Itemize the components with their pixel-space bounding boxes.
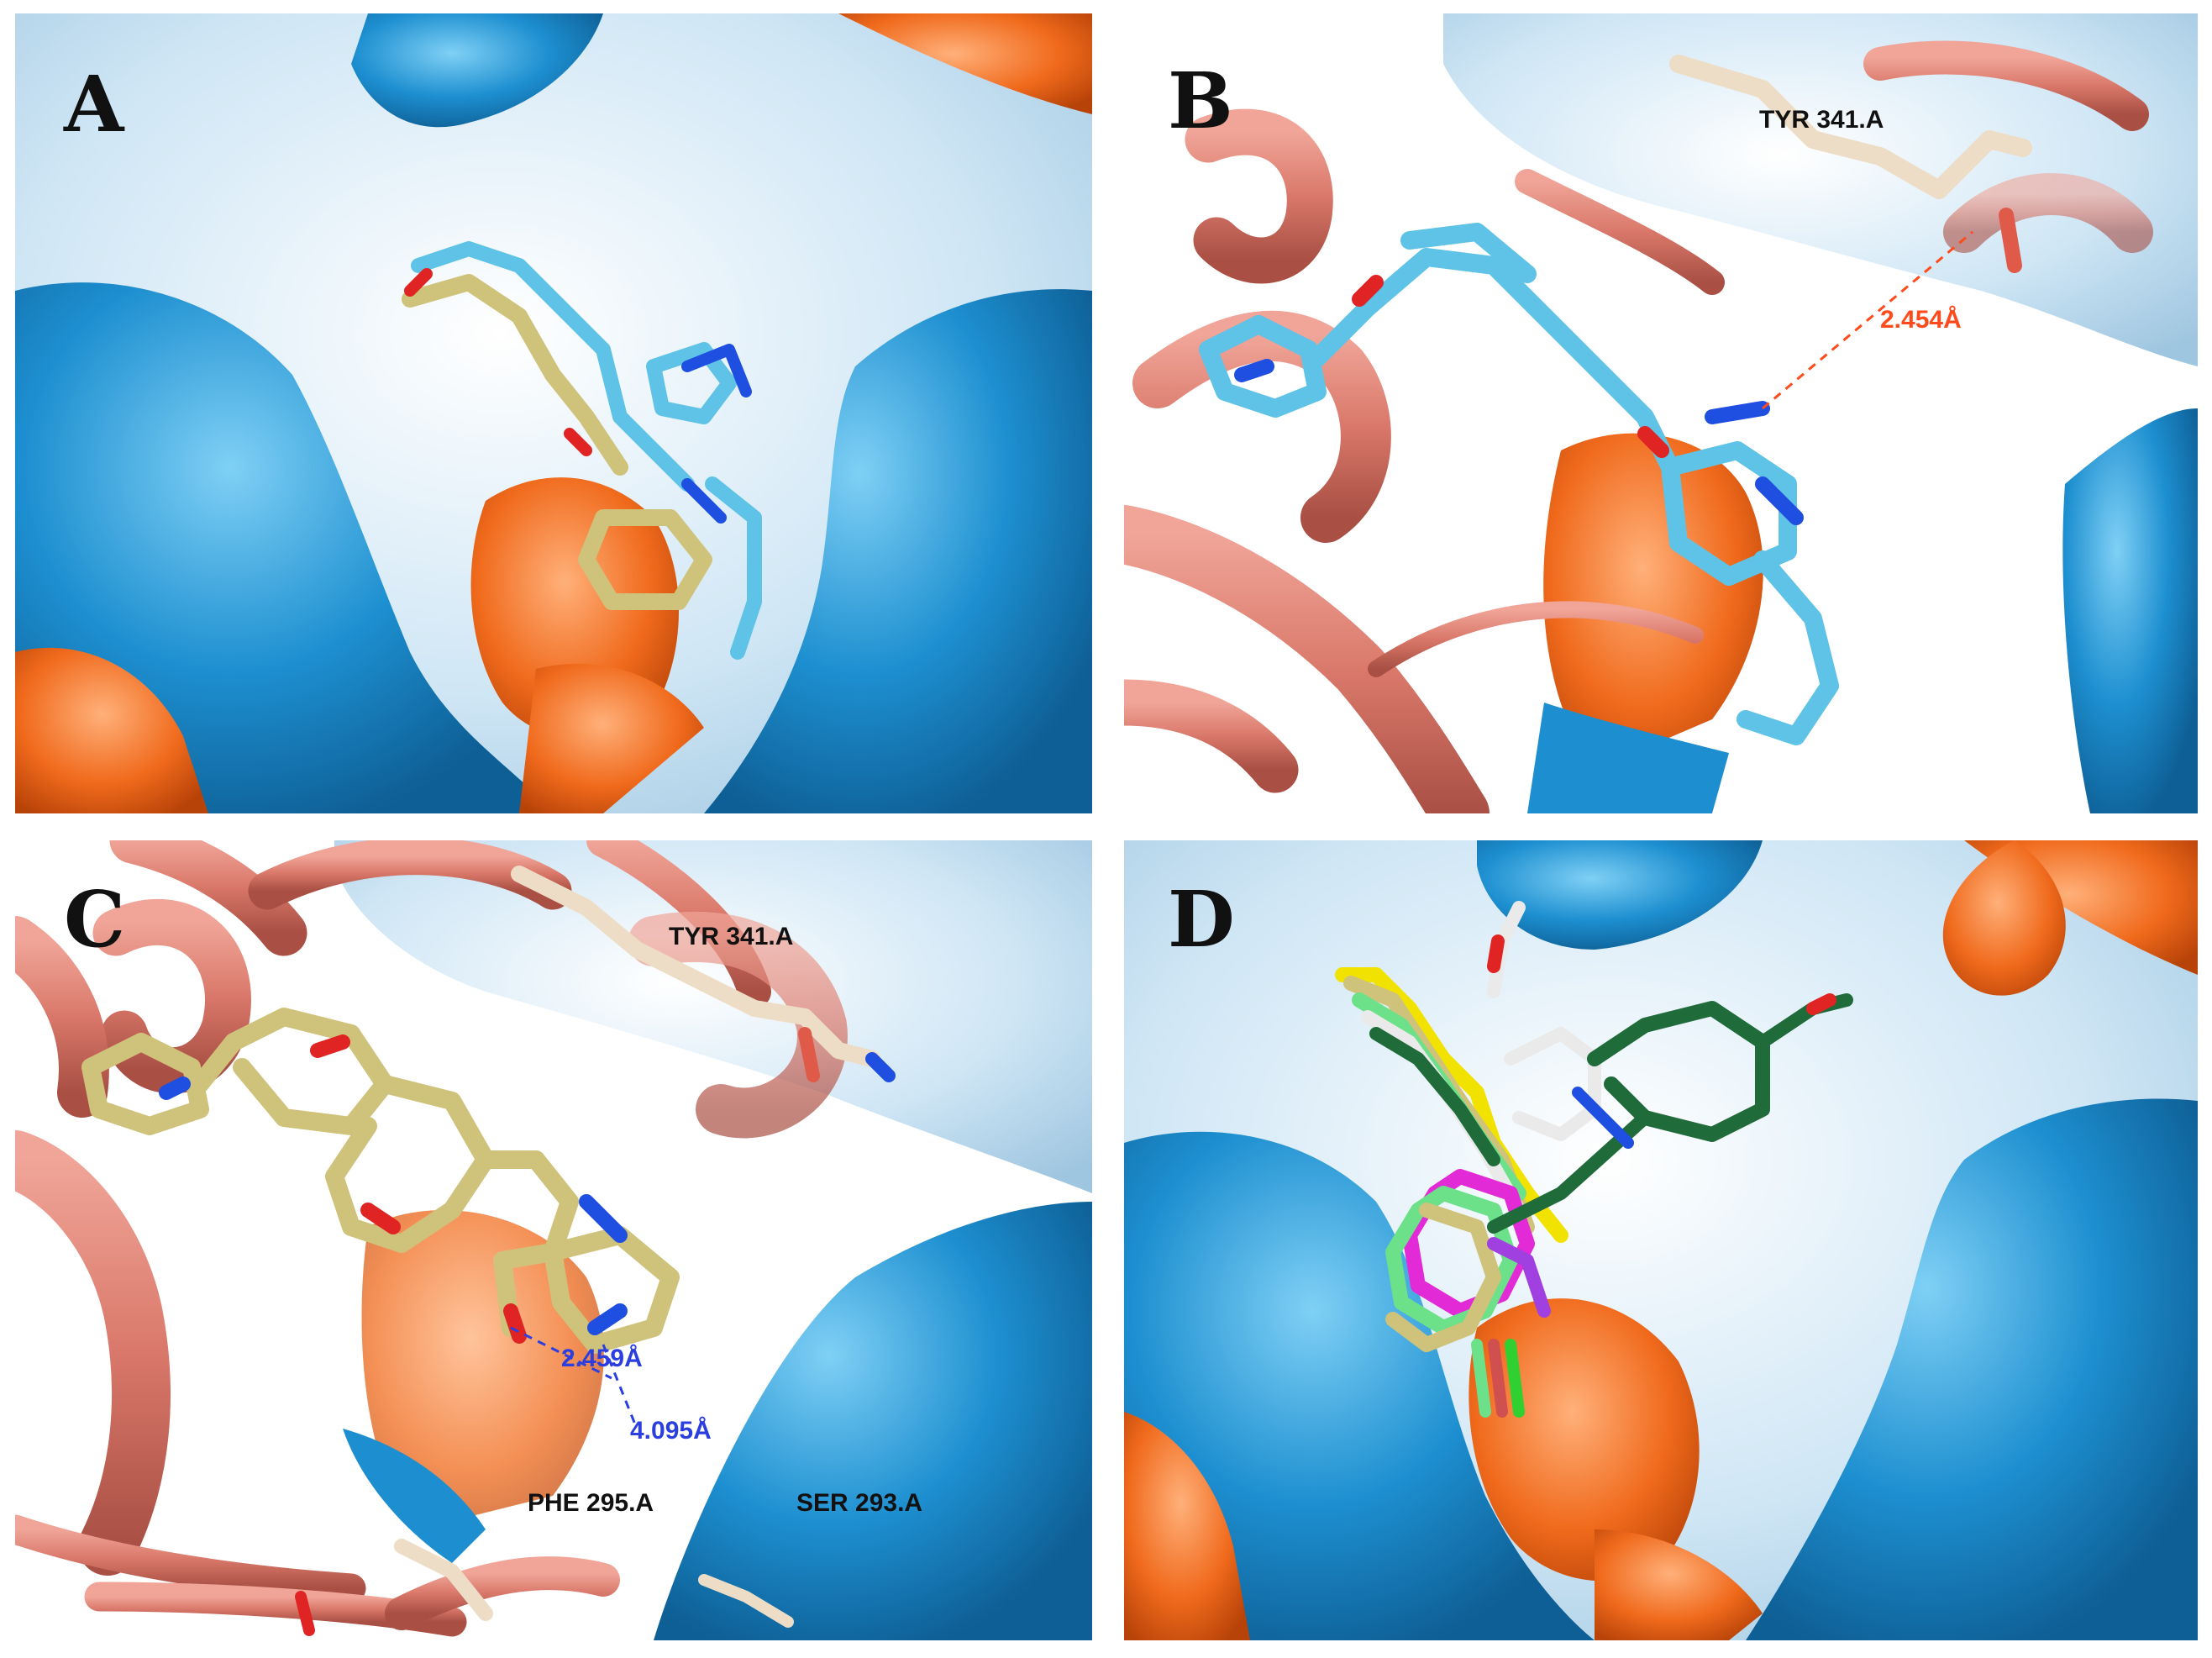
panel-a: A	[15, 13, 1092, 813]
panel-c: C TYR 341.A 2.459Å 4.095Å PHE 295.A SER …	[15, 840, 1092, 1640]
panel-letter-a: A	[64, 59, 124, 150]
panel-d: D	[1124, 840, 2198, 1640]
residue-label-tyr341: TYR 341.A	[669, 923, 794, 950]
docking-surface-view-a	[15, 13, 1092, 813]
docking-ribbon-view-b	[1124, 13, 2198, 813]
distance-label-c-2: 4.095Å	[630, 1417, 712, 1445]
panel-letter-d: D	[1168, 874, 1235, 965]
panel-letter-b: B	[1168, 55, 1233, 146]
docking-overlay-view-d	[1124, 840, 2198, 1640]
residue-label-phe295: PHE 295.A	[528, 1489, 654, 1517]
distance-label-b: 2.454Å	[1880, 306, 1962, 334]
docking-ribbon-view-c	[15, 840, 1092, 1640]
panel-b: B TYR 341.A 2.454Å	[1124, 13, 2198, 813]
residue-label-tyr341: TYR 341.A	[1759, 106, 1884, 134]
panel-letter-c: C	[64, 874, 126, 965]
distance-label-c-1: 2.459Å	[561, 1345, 643, 1372]
residue-label-ser293: SER 293.A	[796, 1489, 923, 1517]
